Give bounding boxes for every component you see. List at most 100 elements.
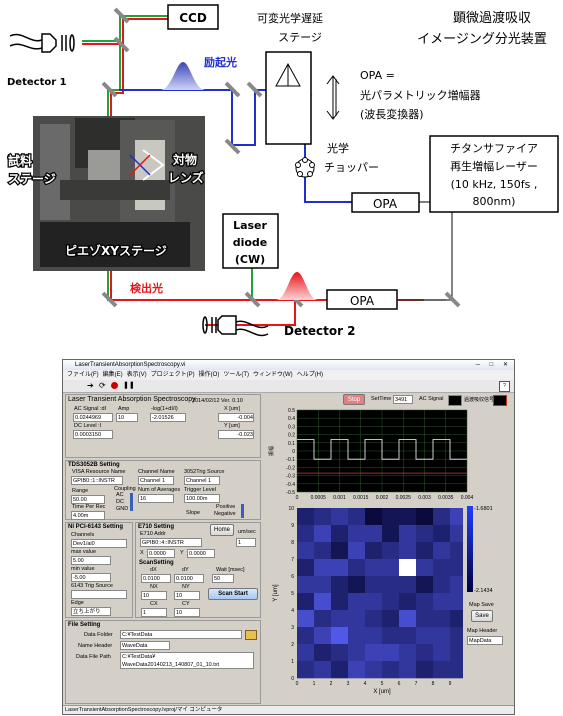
menu-item[interactable]: 編集(E) [102, 372, 123, 378]
stop-button[interactable]: Stop [343, 394, 365, 405]
transient-legend: 過渡吸収信号 [464, 397, 495, 403]
dx-field[interactable]: 0.0100 [141, 574, 171, 583]
folder-browse-icon[interactable] [245, 630, 257, 640]
channel-name-field[interactable]: Channel 1 [138, 476, 174, 485]
ni-panel: NI PCI-6143 Setting Channels Dev1/ai0 ma… [65, 522, 133, 618]
mirror [224, 81, 241, 98]
visa-field[interactable]: GPIB0::1::INSTR [71, 476, 123, 485]
um-sec-field[interactable]: 1 [236, 538, 256, 547]
heatmap-cell [399, 542, 417, 560]
slope-slider[interactable] [241, 504, 244, 518]
window-controls-icon[interactable]: ─ □ ✕ [475, 362, 512, 368]
heatmap-cell [416, 610, 434, 628]
chopper-icon [295, 157, 315, 178]
menu-item[interactable]: 表示(V) [126, 372, 147, 378]
amp-field[interactable]: 10 [116, 413, 138, 422]
y-tick-label: 8 [291, 540, 294, 546]
name-header-field[interactable]: WaveData [120, 641, 170, 650]
coupling-label: Coupling [114, 486, 136, 492]
save-button[interactable]: Save [471, 610, 493, 622]
run-continuous-icon[interactable]: ⟳ [99, 381, 106, 390]
menu-item[interactable]: プロジェクト(P) [150, 372, 195, 378]
heatmap-cell [297, 542, 315, 560]
heatmap-cell [433, 525, 451, 543]
heatmap-cell [416, 559, 434, 577]
trigger-level-field[interactable]: 100.00m [184, 494, 220, 503]
heatmap-cell [348, 593, 366, 611]
e710-addr-field[interactable]: GPIB0::4::INSTR [140, 538, 202, 547]
slope-positive[interactable]: Positive [216, 504, 236, 510]
heatmap-cell [348, 610, 366, 628]
ni-edge-field[interactable]: 立ち上がり [71, 607, 111, 616]
y-axis-label: Y [um] [273, 584, 279, 602]
y-tick-label: -0.4 [286, 482, 295, 488]
heatmap-cell [433, 610, 451, 628]
menu-item[interactable]: ヘルプ(H) [296, 372, 324, 378]
heatmap-cell [314, 644, 332, 662]
trig-source-field[interactable]: Channel 1 [184, 476, 220, 485]
coupling-gnd[interactable]: GND [116, 506, 129, 512]
settime-field: 3491 [393, 395, 413, 404]
opa-label-1: OPA [373, 197, 398, 211]
dy-field[interactable]: 0.0100 [174, 574, 204, 583]
coupling-ac[interactable]: AC [116, 492, 124, 498]
menu-item[interactable]: ウィンドウ(W) [253, 372, 293, 378]
detector1-label: Detector 1 [7, 77, 67, 88]
e710-x-field[interactable]: 0.0000 [147, 549, 175, 558]
menu-item[interactable]: 操作(O) [198, 372, 220, 378]
run-arrow-icon[interactable]: ➔ [87, 381, 94, 390]
mirror [113, 36, 130, 53]
wait-field[interactable]: 50 [212, 574, 234, 583]
heatmap-cell [331, 593, 349, 611]
svg-text:試料: 試料 [8, 153, 32, 168]
map-header-field[interactable]: MapData [467, 636, 503, 645]
data-folder-field[interactable]: C:¥TestData [120, 630, 242, 639]
heatmap-cell [348, 542, 366, 560]
version-label: 2014/02/12 Ver. 0.10 [192, 398, 243, 404]
ni-channels-field[interactable]: Dev1/ai0 [71, 539, 127, 548]
heatmap-cell [348, 508, 366, 526]
averages-field[interactable]: 16 [138, 494, 174, 503]
menu-bar: ファイル(F)編集(E)表示(V)プロジェクト(P)操作(O)ツール(T)ウィン… [63, 370, 514, 380]
optical-setup-diagram: CCD 可変光学遅延 ステージ 顕微過渡吸収 イメージング分光装置 OPA = … [7, 4, 559, 338]
menu-item[interactable]: ツール(T) [223, 372, 250, 378]
top-controls: Stop SetTime 3491 AC Signal 過渡吸収信号 [263, 394, 513, 406]
heatmap-cell [314, 661, 332, 679]
y-tick-label: 4 [291, 608, 294, 614]
ni-edge-label: Edge [71, 600, 84, 606]
ni-trig-field[interactable] [71, 590, 127, 599]
menu-item[interactable]: ファイル(F) [67, 372, 99, 378]
cx-label: CX [150, 601, 158, 607]
heatmap-cell [416, 661, 434, 679]
x-tick-label: 8 [432, 681, 435, 687]
e710-y-field[interactable]: 0.0000 [187, 549, 215, 558]
heatmap-cell [450, 542, 468, 560]
ni-min-field[interactable]: -5.00 [71, 573, 111, 582]
range-field[interactable]: 50.00 [71, 495, 105, 504]
pause-icon[interactable]: ❚❚ [123, 382, 135, 389]
trig-source-label: 3052Trig Source [184, 469, 225, 475]
heatmap-cell [297, 610, 315, 628]
ti-sapphire-line4: 800nm) [473, 195, 516, 208]
opa-def-line1: OPA = [360, 69, 395, 82]
cy-field: 10 [174, 608, 200, 617]
ni-max-field[interactable]: 5.00 [71, 556, 111, 565]
heatmap-cell [433, 593, 451, 611]
coupling-slider[interactable] [130, 493, 133, 511]
heatmap-cell [365, 508, 383, 526]
heatmap-cell [382, 593, 400, 611]
abort-icon[interactable] [111, 382, 118, 389]
heatmap-cell [297, 576, 315, 594]
slope-negative[interactable]: Negative [214, 511, 236, 517]
time-per-rec-field[interactable]: 4.00m [71, 511, 105, 520]
heatmap-cell [433, 627, 451, 645]
nx-field[interactable]: 10 [141, 591, 167, 600]
home-button[interactable]: Home [210, 524, 234, 536]
heatmap-cell [331, 559, 349, 577]
heatmap-cell [450, 627, 468, 645]
scan-start-button[interactable]: Scan Start [208, 588, 258, 600]
x-um-field: -0.004 [218, 413, 254, 422]
coupling-dc[interactable]: DC [116, 499, 124, 505]
dc-level-field: 0.0003150 [73, 430, 113, 439]
ny-field[interactable]: 10 [174, 591, 200, 600]
